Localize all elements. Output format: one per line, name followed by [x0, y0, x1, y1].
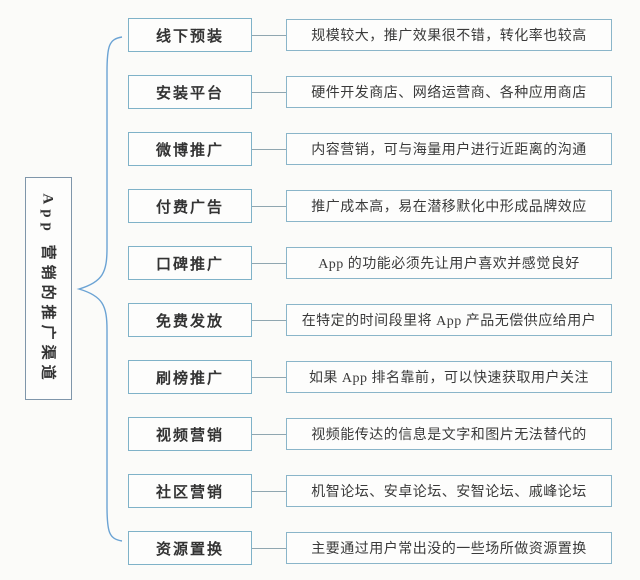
branch-to-desc-line	[252, 490, 286, 492]
branch-node-label: 安装平台	[155, 85, 224, 102]
description-node-label: 主要通过用户常出没的一些场所做资源置换	[311, 542, 587, 557]
branch-row: 线下预装 规模较大，推广效果很不错，转化率也较高	[128, 18, 612, 52]
branch-node-label: 免费发放	[155, 313, 224, 330]
branch-node: 安装平台	[128, 75, 252, 109]
description-node: 硬件开发商店、网络运营商、各种应用商店	[286, 76, 612, 108]
branch-row: 视频营销 视频能传达的信息是文字和图片无法替代的	[128, 417, 612, 451]
description-node: 规模较大，推广效果很不错，转化率也较高	[286, 19, 612, 51]
branch-row: 资源置换 主要通过用户常出没的一些场所做资源置换	[128, 531, 612, 565]
branch-row: 付费广告 推广成本高，易在潜移默化中形成品牌效应	[128, 189, 612, 223]
branch-node: 付费广告	[128, 189, 252, 223]
description-node-label: 如果 App 排名靠前，可以快速获取用户关注	[308, 371, 590, 386]
description-node-label: App 的功能必须先让用户喜欢并感觉良好	[318, 257, 580, 272]
branch-node-label: 口碑推广	[155, 256, 224, 273]
branch-row: 安装平台 硬件开发商店、网络运营商、各种应用商店	[128, 75, 612, 109]
branch-row: 社区营销 机智论坛、安卓论坛、安智论坛、戚峰论坛	[128, 474, 612, 508]
branch-node: 微博推广	[128, 132, 252, 166]
branch-node: 口碑推广	[128, 246, 252, 280]
branch-node-label: 付费广告	[155, 199, 224, 216]
root-node-label: App 营销的推广渠道	[39, 192, 55, 385]
description-node-label: 硬件开发商店、网络运营商、各种应用商店	[311, 86, 587, 101]
branch-row: 刷榜推广 如果 App 排名靠前，可以快速获取用户关注	[128, 360, 612, 394]
description-node: 推广成本高，易在潜移默化中形成品牌效应	[286, 190, 612, 222]
description-node: 机智论坛、安卓论坛、安智论坛、戚峰论坛	[286, 475, 612, 507]
branch-node-label: 资源置换	[155, 541, 224, 558]
description-node: 视频能传达的信息是文字和图片无法替代的	[286, 418, 612, 450]
description-node-label: 内容营销，可与海量用户进行近距离的沟通	[311, 143, 587, 158]
branch-to-desc-line	[252, 376, 286, 378]
branch-to-desc-line	[252, 148, 286, 150]
branch-node-label: 刷榜推广	[155, 370, 224, 387]
branch-node-label: 线下预装	[155, 28, 224, 45]
root-node: App 营销的推广渠道	[25, 177, 72, 400]
branch-row: 微博推广 内容营销，可与海量用户进行近距离的沟通	[128, 132, 612, 166]
branch-node: 视频营销	[128, 417, 252, 451]
branch-node-label: 视频营销	[155, 427, 224, 444]
branch-node: 刷榜推广	[128, 360, 252, 394]
branch-to-desc-line	[252, 262, 286, 264]
description-node: 在特定的时间段里将 App 产品无偿供应给用户	[286, 304, 612, 336]
description-node: 内容营销，可与海量用户进行近距离的沟通	[286, 133, 612, 165]
description-node: App 的功能必须先让用户喜欢并感觉良好	[286, 247, 612, 279]
branch-to-desc-line	[252, 547, 286, 549]
description-node: 主要通过用户常出没的一些场所做资源置换	[286, 532, 612, 564]
description-node-label: 视频能传达的信息是文字和图片无法替代的	[311, 428, 587, 443]
description-node-label: 机智论坛、安卓论坛、安智论坛、戚峰论坛	[311, 485, 587, 500]
brace-path	[76, 36, 123, 542]
branch-node-label: 微博推广	[155, 142, 224, 159]
branch-to-desc-line	[252, 205, 286, 207]
branch-node: 资源置换	[128, 531, 252, 565]
branch-row: 免费发放 在特定的时间段里将 App 产品无偿供应给用户	[128, 303, 612, 337]
description-node: 如果 App 排名靠前，可以快速获取用户关注	[286, 361, 612, 393]
branch-to-desc-line	[252, 433, 286, 435]
branch-to-desc-line	[252, 91, 286, 93]
branch-row: 口碑推广 App 的功能必须先让用户喜欢并感觉良好	[128, 246, 612, 280]
branch-node: 线下预装	[128, 18, 252, 52]
description-node-label: 在特定的时间段里将 App 产品无偿供应给用户	[301, 314, 597, 329]
branch-to-desc-line	[252, 34, 286, 36]
branch-to-desc-line	[252, 319, 286, 321]
branch-node: 社区营销	[128, 474, 252, 508]
branch-node-label: 社区营销	[155, 484, 224, 501]
description-node-label: 推广成本高，易在潜移默化中形成品牌效应	[311, 200, 587, 215]
description-node-label: 规模较大，推广效果很不错，转化率也较高	[311, 29, 587, 44]
branch-node: 免费发放	[128, 303, 252, 337]
